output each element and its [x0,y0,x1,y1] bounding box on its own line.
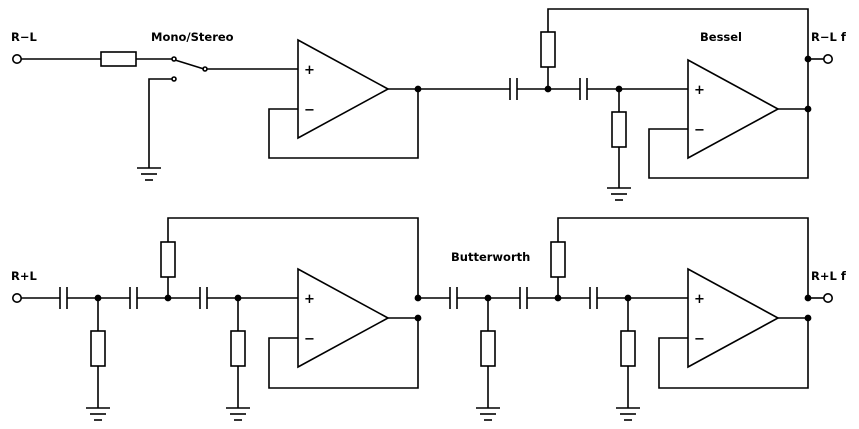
input-label-rpl: R+L [11,269,37,283]
ground-symbol [616,407,640,421]
output-label-rl: R−L f [811,30,847,44]
plus-sign: + [694,83,705,98]
ground-symbol [476,407,500,421]
series-resistor [100,51,137,67]
output-terminal-rpl[interactable] [822,292,833,303]
plus-sign: + [304,63,315,78]
plus-sign: + [304,292,315,307]
opamp-bessel [687,58,780,160]
minus-sign: − [304,332,315,347]
ground-symbol [86,407,110,421]
filter-label-bessel: Bessel [700,30,742,44]
bottom-path [12,217,833,421]
minus-sign: − [694,123,705,138]
shunt-resistor [90,330,106,367]
capacitor [59,287,68,309]
ground-symbol [607,187,631,201]
input-terminal-rpl[interactable] [12,292,22,303]
feedback-resistor [540,31,556,68]
ground-symbol [137,167,161,181]
capacitor [519,287,528,309]
opamp-signs: + − + − + − + − [304,63,705,347]
plus-sign: + [694,292,705,307]
capacitor [589,287,598,309]
shunt-resistor [480,330,496,367]
capacitor [129,287,138,309]
shunt-resistor [611,111,627,148]
capacitor [509,78,518,100]
top-path [12,8,833,201]
feedback-resistor [160,241,176,278]
minus-sign: − [304,103,315,118]
ground-symbol [226,407,250,421]
shunt-resistor [230,330,246,367]
capacitor [579,78,588,100]
opamp-buffer-top [297,38,390,140]
filter-label-butterworth: Butterworth [451,250,530,264]
output-terminal-rl[interactable] [822,53,833,64]
input-label-rl: R−L [11,30,37,44]
labels: R−L Mono/Stereo Bessel R−L f R+L Butterw… [11,30,847,283]
opamp-stage1 [297,267,390,369]
opamp-stage2 [687,267,780,369]
input-terminal-rl[interactable] [12,53,22,64]
output-label-rpl: R+L f [811,269,847,283]
capacitor [449,287,458,309]
shunt-resistor [620,330,636,367]
mono-stereo-switch[interactable] [171,56,208,82]
switch-label: Mono/Stereo [151,30,234,44]
capacitor [199,287,208,309]
minus-sign: − [694,332,705,347]
feedback-resistor [550,241,566,278]
